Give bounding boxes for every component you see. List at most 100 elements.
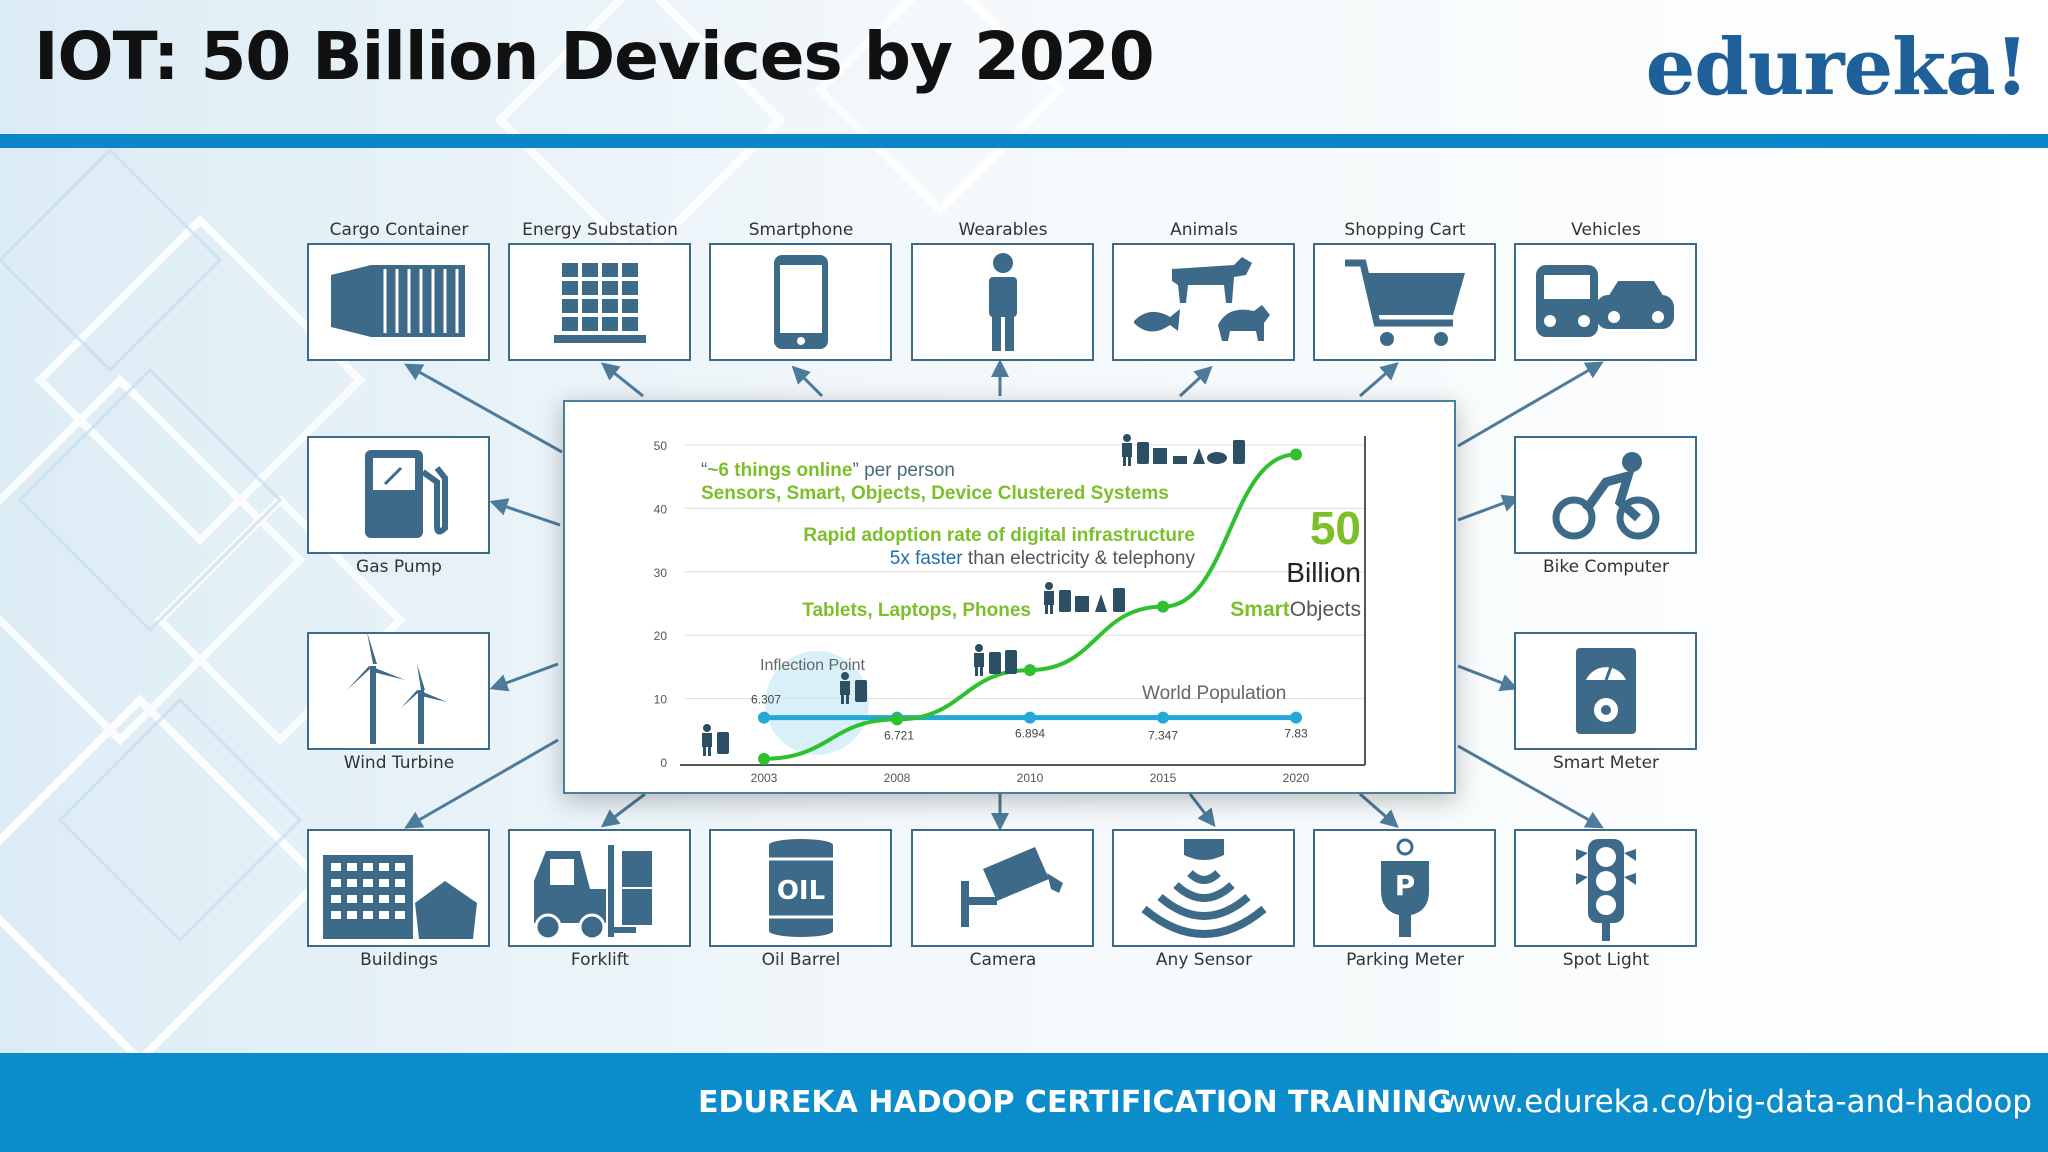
world-population-text: World Population [1142, 683, 1286, 704]
population-data-label: 6.721 [884, 729, 914, 743]
cargo-container-label: Cargo Container [329, 220, 469, 240]
vehicles-icon [1536, 265, 1674, 337]
buildings-tile [307, 829, 490, 947]
person-devices-icon-2015 [1044, 582, 1125, 614]
any-sensor-label: Any Sensor [1155, 950, 1253, 970]
footer-bar: EDUREKA HADOOP CERTIFICATION TRAINING ww… [0, 1053, 2048, 1152]
wind-turbine-label: Wind Turbine [343, 753, 455, 773]
any-sensor-tile [1112, 829, 1295, 947]
shopping-cart-tile [1313, 243, 1496, 361]
wearables-tile [911, 243, 1094, 361]
y-tick-label: 50 [654, 439, 668, 453]
forklift-icon [534, 845, 652, 941]
parking-meter-icon: P [1381, 838, 1429, 937]
edureka-logo: edureka! [1645, 22, 2029, 113]
person-phone-icon-2008 [840, 672, 867, 704]
bike-computer-tile [1514, 436, 1697, 554]
shopping-cart-icon [1345, 259, 1465, 346]
population-data-label: 7.347 [1148, 729, 1178, 743]
population-point [1024, 711, 1036, 724]
chart-x-ticks: 2003 2008 2010 2015 2020 [751, 771, 1310, 785]
oil-text: OIL [777, 876, 825, 906]
vehicles-tile [1514, 243, 1697, 361]
x-tick-label: 2020 [1283, 771, 1310, 785]
camera-icon [961, 847, 1063, 927]
person-phone-icon-2003 [702, 724, 729, 756]
bike-computer-icon [1552, 452, 1660, 540]
chart-grid [685, 444, 1365, 700]
inflection-point-text: Inflection Point [760, 657, 866, 674]
x-tick-label: 2008 [884, 771, 911, 785]
wind-turbine-icon [347, 634, 447, 744]
population-data-label: 7.83 [1284, 727, 1308, 741]
sensor-icon [1141, 839, 1267, 938]
devices-line [763, 452, 1297, 761]
parking-meter-label: Parking Meter [1346, 950, 1464, 970]
population-point [1290, 711, 1302, 724]
cargo-container-tile [307, 243, 490, 361]
x-tick-label: 2003 [751, 771, 778, 785]
billion-text: Billion [1286, 557, 1361, 588]
devices-point [1024, 664, 1036, 677]
y-tick-label: 20 [654, 629, 668, 643]
energy-substation-label: Energy Substation [522, 220, 678, 240]
smart-meter-label: Smart Meter [1552, 753, 1660, 773]
x-tick-label: 2010 [1017, 771, 1044, 785]
energy-substation-icon [554, 263, 646, 343]
vehicles-label: Vehicles [1571, 220, 1641, 240]
forklift-label: Forklift [570, 950, 630, 970]
y-tick-label: 30 [654, 566, 668, 580]
things-online-text: “~6 things online” per person [701, 460, 955, 481]
person-devices-icon-2010 [974, 644, 1017, 676]
bike-computer-label: Bike Computer [1543, 557, 1669, 577]
smart-objects-text: SmartObjects [1230, 598, 1361, 621]
x-tick-label: 2015 [1150, 771, 1177, 785]
y-tick-label: 40 [654, 502, 668, 516]
device-cluster-icons [702, 434, 1245, 756]
oil-barrel-icon: OIL [769, 839, 833, 937]
cargo-container-icon [331, 265, 465, 337]
slide-title: IOT: 50 Billion Devices by 2020 [34, 18, 1155, 95]
traffic-light-icon [1576, 839, 1636, 941]
chart-series [758, 448, 1302, 765]
wind-turbine-tile [307, 632, 490, 750]
buildings-icon [323, 855, 477, 939]
rapid-adoption-text: Rapid adoption rate of digital infrastru… [803, 525, 1195, 546]
oil-barrel-label: Oil Barrel [761, 950, 841, 970]
camera-label: Camera [969, 950, 1037, 970]
gas-pump-label: Gas Pump [356, 557, 442, 577]
animals-icon [1134, 257, 1270, 341]
smartphone-icon [774, 255, 828, 349]
population-data-label: 6.894 [1015, 727, 1045, 741]
gas-pump-icon [365, 450, 448, 538]
faster-text: 5x faster than electricity & telephony [890, 548, 1196, 569]
footer-course-title: EDUREKA HADOOP CERTIFICATION TRAINING [698, 1085, 1452, 1120]
wearables-label: Wearables [958, 220, 1048, 240]
forklift-tile [508, 829, 691, 947]
population-point [1157, 711, 1169, 724]
population-data-label: 6.307 [751, 693, 781, 707]
parking-meter-tile: P [1313, 829, 1496, 947]
animals-label: Animals [1170, 220, 1238, 240]
devices-point [1157, 600, 1169, 613]
devices-point [891, 713, 903, 726]
spot-light-label: Spot Light [1562, 950, 1650, 970]
spot-light-tile [1514, 829, 1697, 947]
smartphone-label: Smartphone [748, 220, 854, 240]
smartphone-tile [709, 243, 892, 361]
buildings-label: Buildings [360, 950, 438, 970]
devices-point [758, 752, 770, 765]
energy-substation-tile [508, 243, 691, 361]
smart-meter-icon [1576, 648, 1636, 734]
sensors-text: Sensors, Smart, Objects, Device Clustere… [701, 483, 1169, 504]
oil-barrel-tile: OIL [709, 829, 892, 947]
person-icon [989, 253, 1017, 351]
shopping-cart-label: Shopping Cart [1344, 220, 1466, 240]
animals-tile [1112, 243, 1295, 361]
camera-tile [911, 829, 1094, 947]
parking-p-text: P [1395, 869, 1416, 902]
y-tick-label: 0 [660, 756, 667, 770]
tablets-text: Tablets, Laptops, Phones [802, 600, 1031, 621]
